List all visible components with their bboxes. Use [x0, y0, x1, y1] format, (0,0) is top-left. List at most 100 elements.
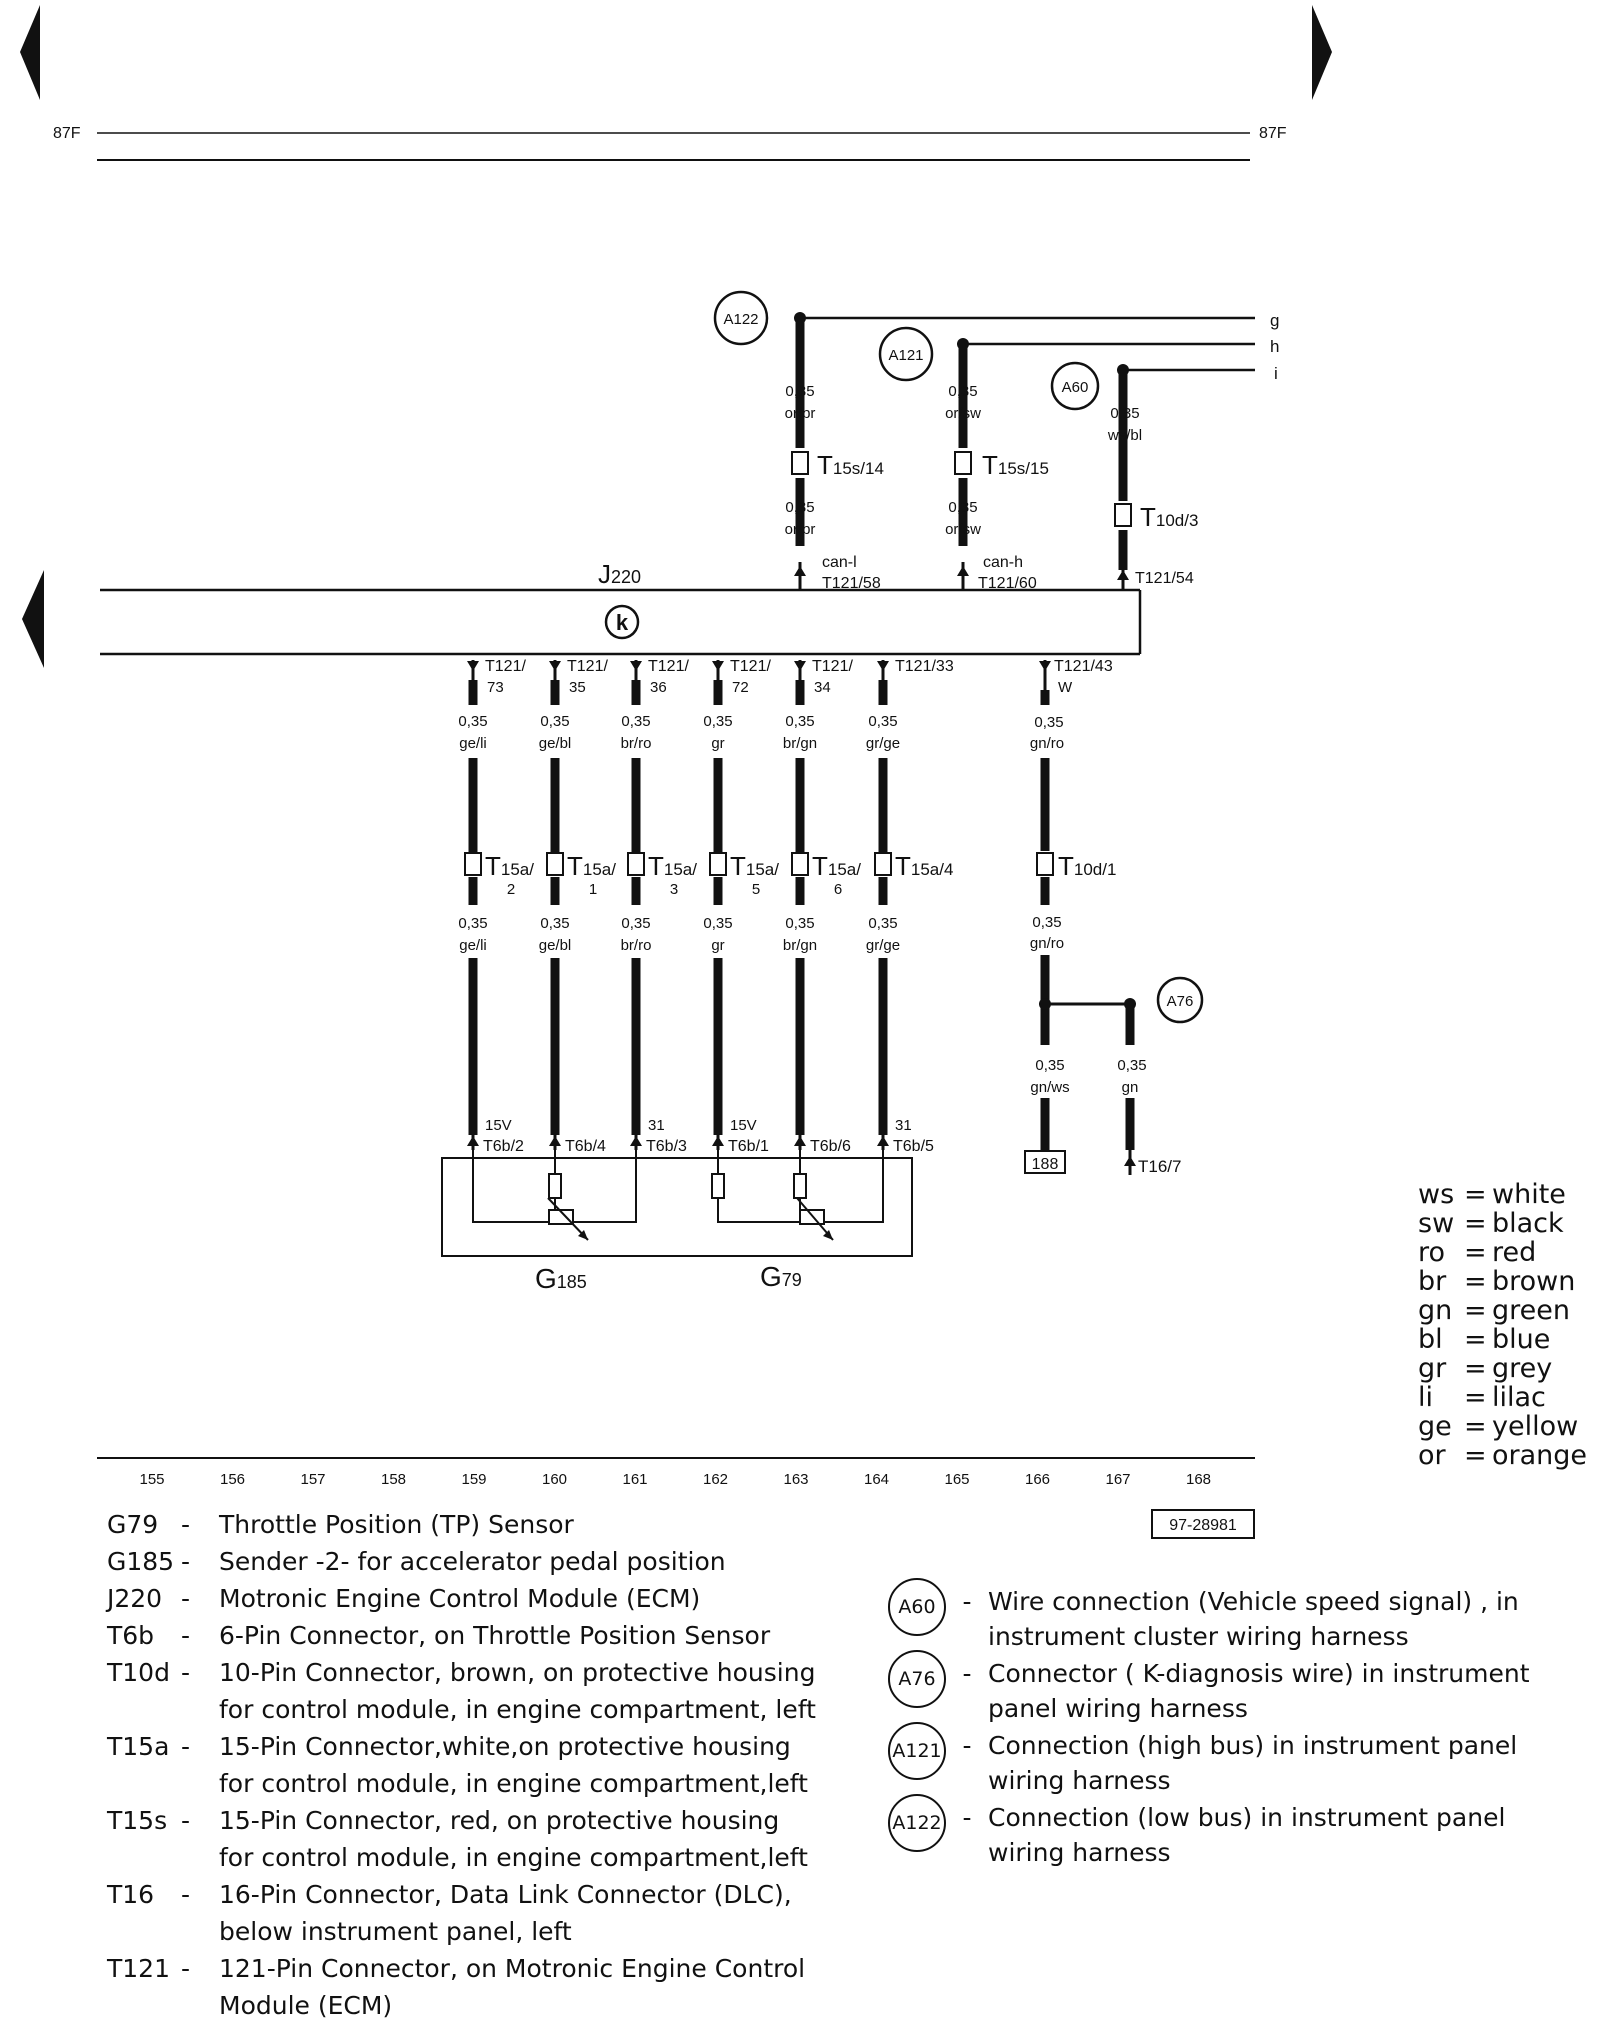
grid-number: 166 — [1025, 1471, 1050, 1488]
svg-text:15V: 15V — [730, 1117, 757, 1134]
svg-text:or/sw: or/sw — [945, 405, 981, 422]
svg-text:0,35: 0,35 — [458, 915, 487, 932]
svg-text:T6b/6: T6b/6 — [810, 1138, 851, 1155]
color-code-row: br = brown — [1418, 1266, 1576, 1297]
svg-text:0,35: 0,35 — [1032, 914, 1061, 931]
wire-k-diagnosis: T121/43 W 0,35 gn/ro T10d/1 0,35 gn/ro A… — [1024, 658, 1204, 1176]
svg-text:br/ro: br/ro — [621, 937, 652, 954]
svg-text:2: 2 — [507, 881, 515, 898]
legend-connection-row: A122 - Connection (low bus) in instrumen… — [888, 1794, 1588, 1870]
svg-text:0,35: 0,35 — [785, 383, 814, 400]
ecm-j220: J220 k — [100, 559, 1142, 656]
svg-text:T121/: T121/ — [730, 658, 771, 675]
svg-text:T15a/4: T15a/4 — [895, 851, 953, 881]
svg-text:0,35: 0,35 — [785, 713, 814, 730]
svg-text:ge/li: ge/li — [459, 937, 487, 954]
legend-component-row: T121 - 121-Pin Connector, on Motronic En… — [107, 1954, 806, 2020]
svg-text:T121/43: T121/43 — [1054, 658, 1113, 675]
svg-text:T15s/15: T15s/15 — [982, 450, 1049, 480]
svg-text:g: g — [1270, 311, 1279, 330]
svg-text:T121/: T121/ — [485, 658, 526, 675]
svg-text:0,35: 0,35 — [458, 713, 487, 730]
ecm-output-wires: T121/730,35ge/liT15a/20,35ge/li15VT6b/2T… — [458, 658, 953, 1155]
svg-text:gn: gn — [1122, 1079, 1139, 1096]
sender-g185 — [472, 1146, 637, 1241]
legend-connection-row: A60 - Wire connection (Vehicle speed sig… — [888, 1578, 1588, 1654]
svg-text:gn/ws: gn/ws — [1030, 1079, 1069, 1096]
ecm-k-symbol-icon — [604, 604, 640, 640]
svg-text:0,35: 0,35 — [703, 713, 732, 730]
svg-text:T121/54: T121/54 — [1135, 570, 1194, 587]
legend-component-row: T15s - 15-Pin Connector, red, on protect… — [107, 1806, 808, 1872]
svg-text:T6b/4: T6b/4 — [565, 1138, 606, 1155]
svg-text:i: i — [1274, 364, 1278, 383]
svg-text:0,35: 0,35 — [785, 499, 814, 516]
grid-number: 163 — [783, 1471, 808, 1488]
legend-connection-row: A76 - Connector ( K-diagnosis wire) in i… — [888, 1650, 1588, 1726]
sensor-label-g79: G79 — [760, 1261, 802, 1292]
grid-number: 159 — [461, 1471, 486, 1488]
svg-text:0,35: 0,35 — [540, 713, 569, 730]
legend-component-row: T6b - 6-Pin Connector, on Throttle Posit… — [107, 1621, 771, 1650]
svg-text:or/br: or/br — [785, 521, 816, 538]
sensor-g79 — [711, 1146, 884, 1241]
svg-text:36: 36 — [650, 679, 667, 696]
svg-text:br/gn: br/gn — [783, 735, 817, 752]
svg-text:gr: gr — [711, 735, 724, 752]
svg-text:T15a/: T15a/ — [730, 851, 779, 881]
wire-can-high: 0,35 or/sw T15s/15 0,35 or/sw can-h T121… — [945, 344, 1049, 592]
reference-box-188: 188 — [1032, 1156, 1059, 1173]
grid-number: 160 — [542, 1471, 567, 1488]
color-code-row: gr = grey — [1418, 1353, 1553, 1384]
svg-text:can-l: can-l — [822, 554, 857, 571]
color-code-row: sw = black — [1418, 1208, 1564, 1239]
svg-text:0,35: 0,35 — [1110, 405, 1139, 422]
previous-page-arrow-icon[interactable] — [20, 5, 40, 100]
svg-text:T16/7: T16/7 — [1138, 1157, 1181, 1176]
svg-text:br/gn: br/gn — [783, 937, 817, 954]
svg-text:0,35: 0,35 — [703, 915, 732, 932]
page-ref-right: 87F — [1259, 125, 1287, 142]
legend-connection-row: A121 - Connection (high bus) in instrume… — [888, 1722, 1588, 1798]
legend-component-row: T10d - 10-Pin Connector, brown, on prote… — [107, 1658, 816, 1724]
grid-number: 164 — [864, 1471, 889, 1488]
legend-component-row: G79 - Throttle Position (TP) Sensor — [107, 1510, 574, 1539]
grid-number: 155 — [139, 1471, 164, 1488]
grid-number: 156 — [220, 1471, 245, 1488]
svg-text:0,35: 0,35 — [1035, 1057, 1064, 1074]
svg-text:ge/bl: ge/bl — [539, 937, 572, 954]
svg-text:0,35: 0,35 — [868, 713, 897, 730]
bus-line-h: h — [957, 337, 1279, 356]
bus-line-g: g — [794, 311, 1279, 330]
connection-bubble-a60: A60 — [1050, 361, 1100, 411]
page-ref-left: 87F — [53, 125, 81, 142]
svg-text:T121/33: T121/33 — [895, 658, 954, 675]
svg-text:0,35: 0,35 — [621, 713, 650, 730]
svg-text:T10d/1: T10d/1 — [1058, 851, 1116, 881]
legend-component-row: T15a - 15-Pin Connector,white,on protect… — [107, 1732, 808, 1798]
svg-text:T15a/: T15a/ — [812, 851, 861, 881]
diagram-continuation-arrow-icon — [22, 570, 44, 668]
grid-number: 157 — [300, 1471, 325, 1488]
svg-text:or/br: or/br — [785, 405, 816, 422]
next-page-arrow-icon[interactable] — [1312, 5, 1332, 100]
svg-text:T6b/5: T6b/5 — [893, 1138, 934, 1155]
svg-text:31: 31 — [648, 1117, 665, 1134]
svg-text:ge/li: ge/li — [459, 735, 487, 752]
svg-text:T121/: T121/ — [567, 658, 608, 675]
svg-text:gn/ro: gn/ro — [1030, 735, 1064, 752]
color-code-row: ge = yellow — [1418, 1411, 1579, 1442]
svg-text:73: 73 — [487, 679, 504, 696]
wire-vehicle-speed: 0,35 ws/bl T10d/3 T121/54 — [1107, 370, 1198, 590]
svg-text:gr: gr — [711, 937, 724, 954]
grid-number: 161 — [622, 1471, 647, 1488]
svg-text:0,35: 0,35 — [1117, 1057, 1146, 1074]
svg-text:A76: A76 — [1167, 993, 1194, 1010]
svg-text:T121/58: T121/58 — [822, 575, 881, 592]
legend-component-row: G185 - Sender -2- for accelerator pedal … — [107, 1547, 726, 1576]
figure-id: 97-28981 — [1169, 1517, 1237, 1534]
grid-number: 168 — [1186, 1471, 1211, 1488]
